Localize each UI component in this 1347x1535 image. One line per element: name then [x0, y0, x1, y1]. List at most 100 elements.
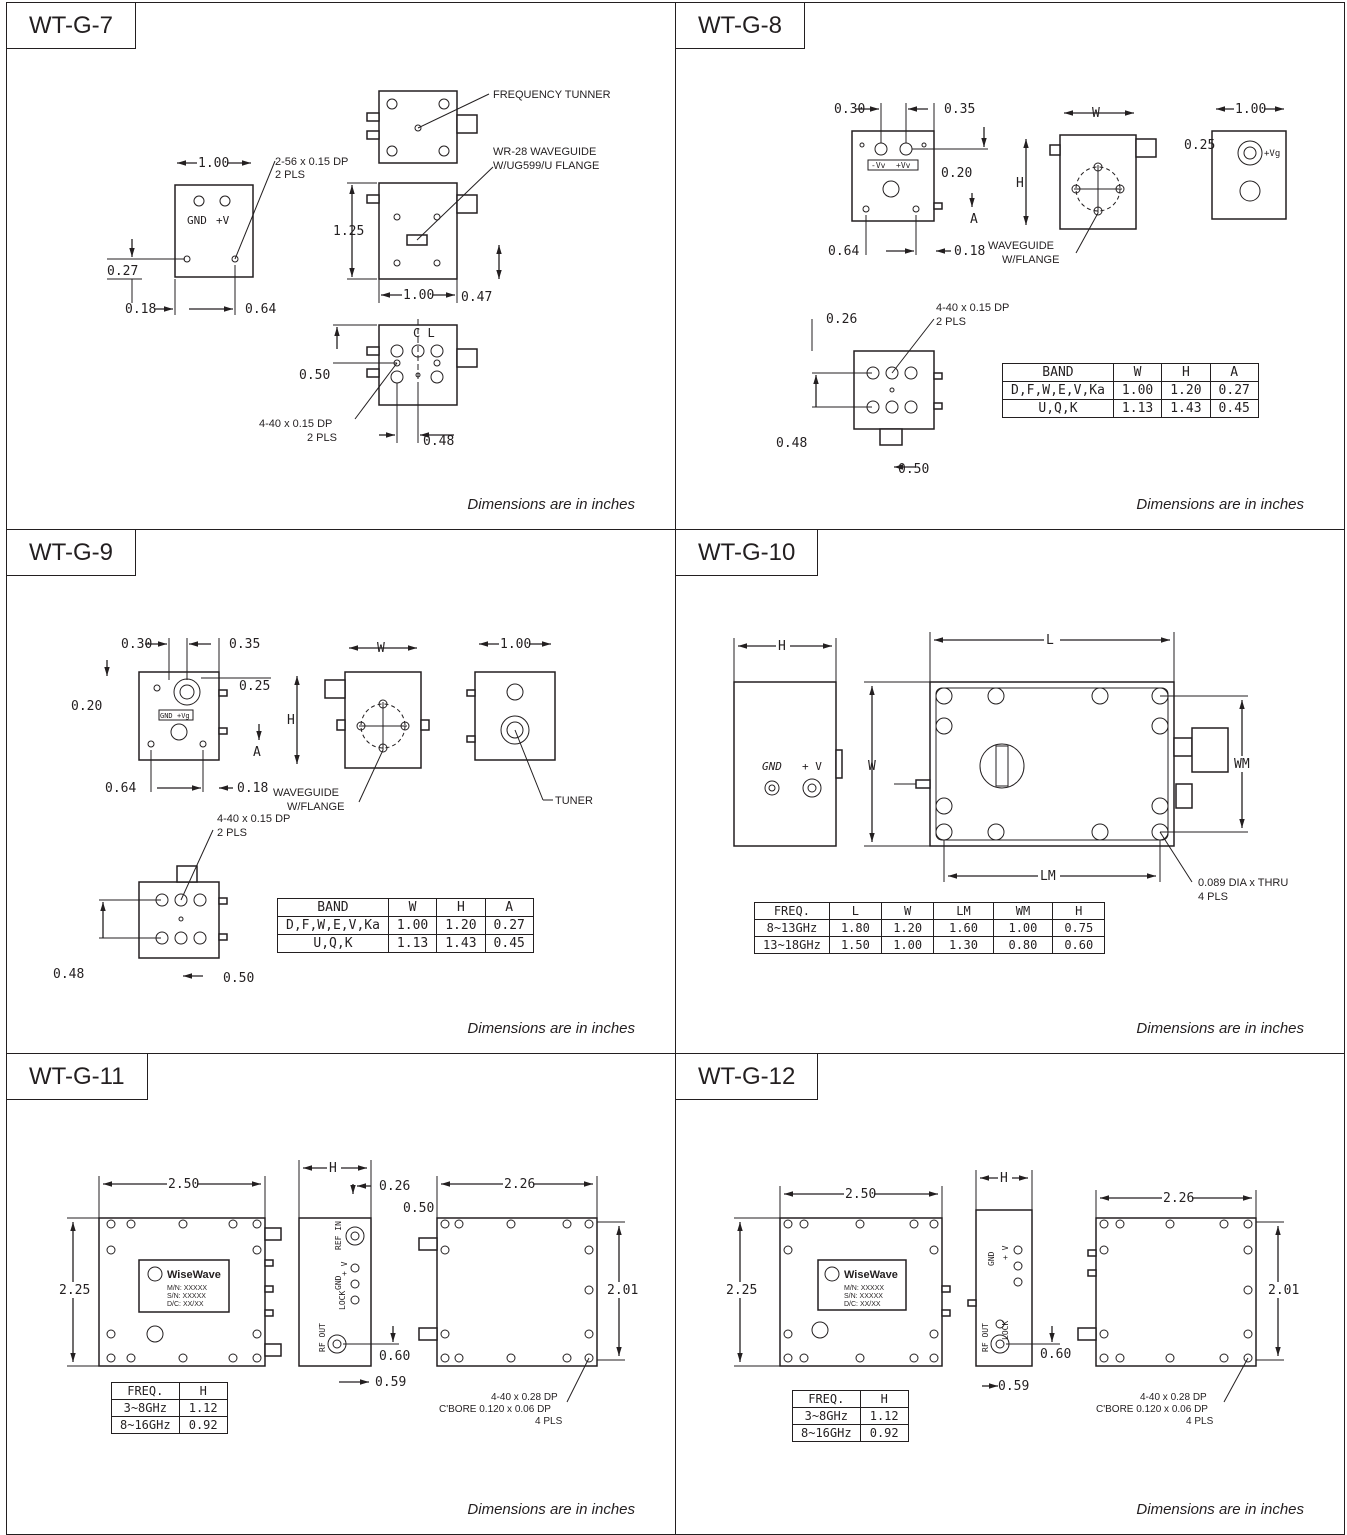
- dim-1-25: 1.25: [333, 224, 364, 239]
- table-row: 8~13GHz 1.80 1.20 1.60 1.00 0.75: [754, 919, 1106, 937]
- callout-4-40-tap: 4-40 x 0.15 DP: [936, 302, 1009, 314]
- table-header-row: FREQ. H: [111, 1382, 228, 1400]
- dim-2-01: 2.01: [1268, 1283, 1299, 1298]
- callout-2-56-tap: 2-56 x 0.15 DP: [275, 156, 348, 168]
- label-ref-in: REF IN: [334, 1221, 343, 1250]
- view-back: [436, 1217, 598, 1367]
- dim-2-50: 2.50: [168, 1177, 199, 1192]
- view-vg: [1211, 130, 1287, 220]
- dim-H: H: [329, 1161, 337, 1176]
- table-cell: 1.00: [387, 916, 438, 935]
- footer-note: Dimensions are in inches: [1136, 496, 1304, 513]
- dim-0-26: 0.26: [826, 312, 857, 327]
- footer-note: Dimensions are in inches: [1136, 1501, 1304, 1518]
- callout-4-pls: 4 PLS: [535, 1416, 563, 1427]
- table-header-row: FREQ. H: [792, 1390, 909, 1408]
- dim-0-50: 0.50: [403, 1201, 434, 1216]
- product-label: [817, 1259, 907, 1311]
- table-cell: 1.20: [436, 916, 486, 935]
- label-plus-vv: +Vv: [896, 161, 911, 170]
- table-header: H: [1161, 363, 1211, 382]
- table-row: 8~16GHz 0.92: [111, 1416, 228, 1434]
- table-cell: 1.12: [859, 1407, 909, 1425]
- label-plus-v: +V: [216, 214, 230, 227]
- table-cell: D,F,W,E,V,Ka: [277, 916, 389, 935]
- wisewave-logo-icon: [147, 1266, 163, 1282]
- dim-0-48: 0.48: [53, 967, 84, 982]
- sma-connector-icon: [456, 114, 478, 134]
- dim-H: H: [1000, 1171, 1008, 1186]
- tuner-knob-icon: [979, 743, 1025, 789]
- table-cell: 1.00: [992, 919, 1054, 937]
- view-back: [1095, 1217, 1257, 1367]
- table-cell: 3~8GHz: [111, 1399, 180, 1417]
- footer-note: Dimensions are in inches: [467, 1020, 635, 1037]
- dim-H: H: [778, 639, 786, 654]
- product-label: [138, 1259, 230, 1313]
- callout-4-40-tap: 4-40 x 0.28 DP: [1140, 1392, 1207, 1403]
- dim-WM: WM: [1234, 757, 1250, 772]
- table-cell: 1.13: [1112, 399, 1163, 418]
- table-header: W: [1112, 363, 1163, 382]
- table-header: L: [828, 902, 883, 920]
- table-row: D,F,W,E,V,Ka 1.00 1.20 0.27: [1002, 381, 1259, 400]
- table-row: D,F,W,E,V,Ka 1.00 1.20 0.27: [277, 916, 534, 935]
- dim-H: H: [287, 713, 295, 728]
- label-rf-out: RF OUT: [318, 1323, 327, 1352]
- table-cell: 8~16GHz: [792, 1424, 861, 1442]
- dim-1-00: 1.00: [1235, 102, 1266, 117]
- dim-2-25: 2.25: [726, 1283, 757, 1298]
- band-table: BAND W H A D,F,W,E,V,Ka 1.00 1.20 0.27 U…: [1002, 363, 1259, 418]
- label-plus-v: + V: [340, 1261, 349, 1276]
- table-cell: 3~8GHz: [792, 1407, 861, 1425]
- footer-note: Dimensions are in inches: [467, 496, 635, 513]
- dim-0-50: 0.50: [299, 368, 330, 383]
- dim-0-50: 0.50: [223, 971, 254, 986]
- callout-waveguide: WR-28 WAVEGUIDE: [493, 146, 596, 158]
- dim-0-64: 0.64: [245, 302, 276, 317]
- dim-0-59: 0.59: [375, 1375, 406, 1390]
- table-cell: 1.20: [881, 919, 935, 937]
- dim-2-25: 2.25: [59, 1283, 90, 1298]
- freq-table: FREQ. H 3~8GHz 1.12 8~16GHz 0.92: [792, 1390, 909, 1442]
- callout-2-pls: 2 PLS: [275, 169, 305, 181]
- dim-0-30: 0.30: [834, 102, 865, 117]
- table-cell: 0.60: [1052, 936, 1106, 954]
- label-datecode: D/C: XX/XX: [844, 1301, 881, 1308]
- label-gnd: GND: [160, 712, 173, 720]
- top-view-body: [378, 90, 458, 164]
- table-header: A: [484, 898, 534, 917]
- callout-4-40-tap: 4-40 x 0.28 DP: [491, 1392, 558, 1403]
- dim-W: W: [868, 759, 876, 774]
- callout-4-40-tap: 4-40 x 0.15 DP: [217, 813, 290, 825]
- callout-flange: W/FLANGE: [1002, 254, 1059, 266]
- label-gnd: GND: [987, 1251, 996, 1266]
- dim-0-60: 0.60: [1040, 1347, 1071, 1362]
- table-cell: 0.80: [992, 936, 1054, 954]
- label-brand: WiseWave: [167, 1269, 221, 1281]
- label-lock: LOCK: [1001, 1321, 1010, 1340]
- label-plus-vg: +Vg: [177, 712, 190, 720]
- side-view-body: [174, 184, 254, 278]
- table-row: U,Q,K 1.13 1.43 0.45: [1002, 399, 1259, 418]
- callout-cbore: C'BORE 0.120 x 0.06 DP: [1096, 1404, 1208, 1415]
- table-cell: 1.60: [933, 919, 994, 937]
- callout-4-pls: 4 PLS: [1186, 1416, 1214, 1427]
- dim-LM: LM: [1040, 869, 1056, 884]
- dim-W: W: [377, 641, 385, 656]
- label-lock: LOCK: [338, 1291, 347, 1310]
- dim-0-20: 0.20: [941, 166, 972, 181]
- callout-waveguide: WAVEGUIDE: [273, 787, 339, 799]
- table-cell: 1.50: [828, 936, 883, 954]
- table-header-row: BAND W H A: [1002, 363, 1259, 382]
- table-header: H: [859, 1390, 909, 1408]
- dim-0-64: 0.64: [105, 781, 136, 796]
- dim-0-18: 0.18: [125, 302, 156, 317]
- table-header: BAND: [277, 898, 389, 917]
- table-cell: 8~16GHz: [111, 1416, 180, 1434]
- table-cell: 1.12: [178, 1399, 228, 1417]
- drawing-wt-g-8: -Vv +Vv 0.30 0.35 0.20 A 0.64 0.18 W H W…: [776, 102, 1287, 477]
- table-cell: 1.20: [1161, 381, 1211, 400]
- dim-0-48: 0.48: [776, 436, 807, 451]
